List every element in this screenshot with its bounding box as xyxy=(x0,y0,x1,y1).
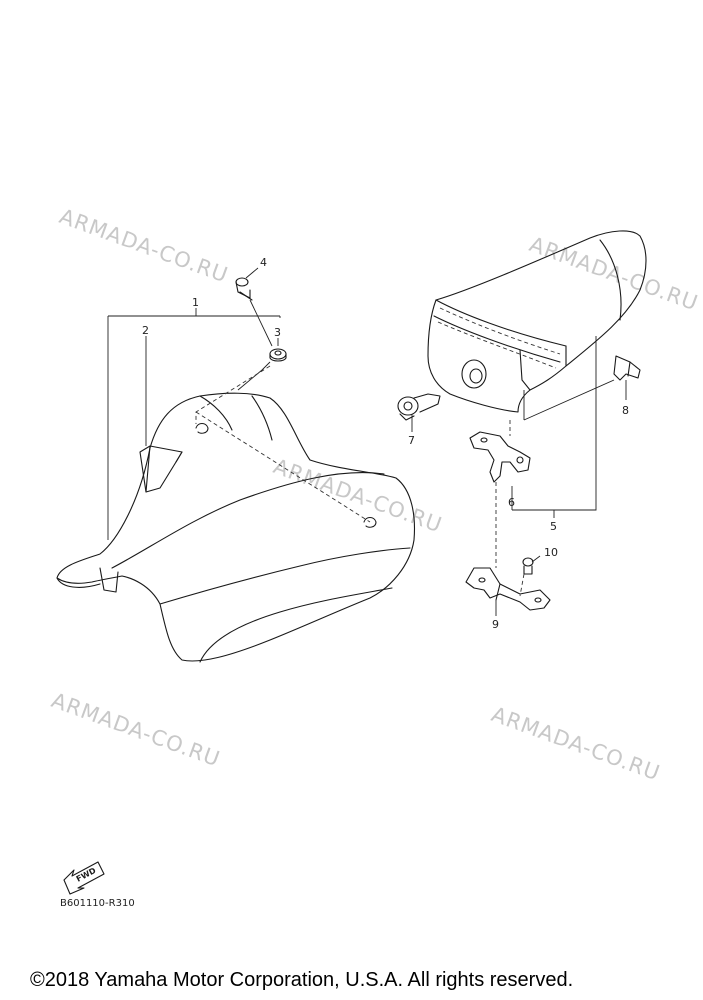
bolt-part-4 xyxy=(235,277,253,301)
hook-bracket-part-6 xyxy=(469,431,531,483)
callout-8: 8 xyxy=(622,404,629,417)
rider-seat xyxy=(56,392,415,663)
bolt-part-10 xyxy=(522,557,534,575)
watermark-5: ARMADA-CO.RU xyxy=(488,702,663,785)
callout-3: 3 xyxy=(274,326,281,339)
washer-part-3 xyxy=(269,348,287,362)
callout-1: 1 xyxy=(192,296,199,309)
watermark-3: ARMADA-CO.RU xyxy=(270,454,445,537)
callout-4: 4 xyxy=(260,256,267,269)
callout-2: 2 xyxy=(142,324,149,337)
clip-part-8 xyxy=(613,355,641,381)
callout-10: 10 xyxy=(544,546,558,559)
callout-labels: 1 2 3 4 5 6 7 8 9 10 xyxy=(142,256,629,631)
leader-lines xyxy=(107,267,627,616)
callout-7: 7 xyxy=(408,434,415,447)
passenger-seat xyxy=(427,230,647,413)
fwd-arrow-icon: FWD xyxy=(63,861,105,895)
watermark-4: ARMADA-CO.RU xyxy=(48,688,223,771)
watermark-2: ARMADA-CO.RU xyxy=(526,232,701,315)
callout-9: 9 xyxy=(492,618,499,631)
callout-6: 6 xyxy=(508,496,515,509)
copyright-notice: ©2018 Yamaha Motor Corporation, U.S.A. A… xyxy=(30,969,573,991)
watermark-1: ARMADA-CO.RU xyxy=(56,204,231,287)
lock-cylinder-part-7 xyxy=(397,393,441,421)
bracket-part-9 xyxy=(465,567,551,611)
reference-code: B601110-R310 xyxy=(60,898,135,909)
seat-strap xyxy=(139,445,183,493)
watermark-layer: ARMADA-CO.RU ARMADA-CO.RU ARMADA-CO.RU A… xyxy=(48,204,701,785)
callout-5: 5 xyxy=(550,520,557,533)
